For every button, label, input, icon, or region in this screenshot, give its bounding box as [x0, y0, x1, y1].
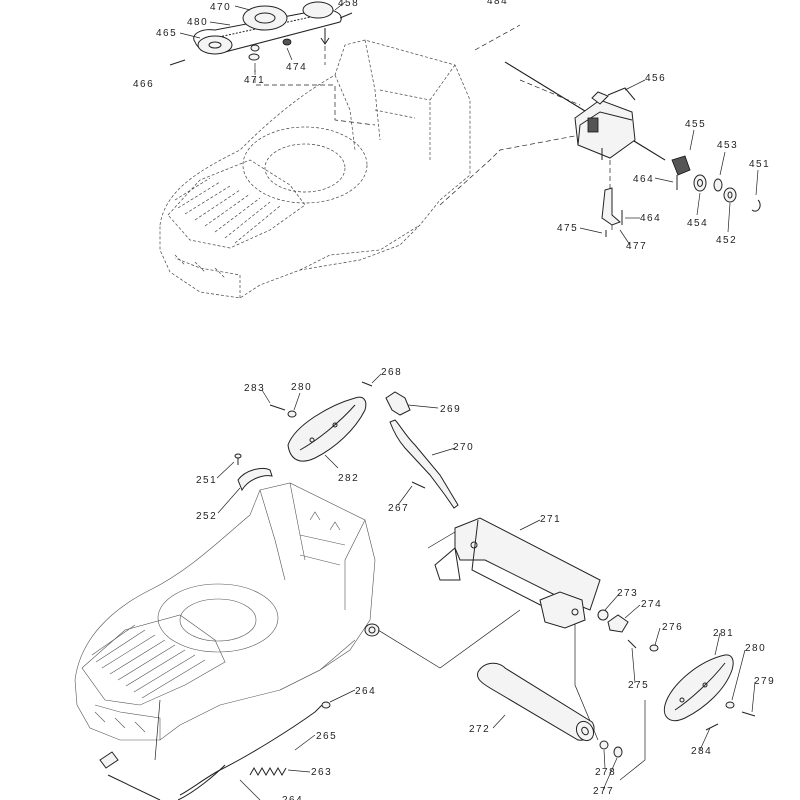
callout-477: 477	[626, 241, 647, 252]
bracket-269	[385, 391, 411, 416]
callout-281: 281	[713, 628, 734, 639]
circlip-451	[751, 199, 761, 212]
washer-278	[599, 740, 609, 750]
callout-277: 277	[593, 786, 614, 797]
lever-270	[389, 419, 459, 509]
pin-268	[361, 381, 373, 387]
screw-279	[741, 711, 756, 717]
upper-leaders	[179, 1, 759, 246]
callout-280a: 280	[291, 382, 312, 393]
callout-271: 271	[540, 514, 561, 525]
callout-267: 267	[388, 503, 409, 514]
callout-451: 451	[749, 159, 770, 170]
screw-284	[705, 723, 719, 731]
lower-leaders	[216, 373, 756, 791]
screw-251	[234, 453, 242, 465]
bushing-273	[597, 609, 609, 621]
callout-466: 466	[133, 79, 154, 90]
callout-268: 268	[381, 367, 402, 378]
callout-464a: 464	[633, 174, 654, 185]
roller-272	[477, 662, 595, 742]
screw-267	[411, 481, 426, 489]
clip-252	[237, 467, 273, 492]
callout-458: 458	[338, 0, 359, 9]
callout-269: 269	[440, 404, 461, 415]
spring-263	[249, 766, 287, 777]
screw-275	[627, 639, 637, 649]
lower-guide-lines	[154, 531, 646, 800]
callout-labels: 470 480 465 458 484 466 471 474 456 455 …	[133, 0, 775, 800]
arrow-458	[320, 28, 330, 45]
nut-276	[649, 644, 659, 652]
callout-282: 282	[338, 473, 359, 484]
washer-280b	[725, 701, 735, 709]
drive-shaft-gearbox	[504, 61, 666, 161]
bushing-455	[671, 155, 691, 176]
nut-474	[282, 38, 292, 46]
callout-283: 283	[244, 383, 265, 394]
washer-454	[693, 174, 707, 192]
callout-251: 251	[196, 475, 217, 486]
callout-276: 276	[662, 622, 683, 633]
lower-deck	[74, 482, 376, 741]
roller-frame-271	[434, 517, 601, 629]
upper-deck-ghost	[159, 39, 471, 299]
callout-453: 453	[717, 140, 738, 151]
callout-452: 452	[716, 235, 737, 246]
callout-263: 263	[311, 767, 332, 778]
callout-275: 275	[628, 680, 649, 691]
rear-cover-282	[287, 396, 367, 462]
callout-480: 480	[187, 17, 208, 28]
callout-270: 270	[453, 442, 474, 453]
washer-452	[723, 187, 737, 203]
bushing-277	[613, 746, 623, 758]
cable-265	[99, 704, 323, 800]
bracket-477	[601, 187, 621, 226]
callout-465: 465	[156, 28, 177, 39]
callout-474: 474	[286, 62, 307, 73]
callout-284: 284	[691, 746, 712, 757]
screw-283	[269, 404, 286, 411]
nut-471	[248, 44, 260, 61]
callout-456: 456	[645, 73, 666, 84]
upper-guide-lines	[254, 24, 613, 230]
callout-264b: 264	[282, 795, 303, 800]
callout-265: 265	[316, 731, 337, 742]
callout-455: 455	[685, 119, 706, 130]
callout-278: 278	[595, 767, 616, 778]
callout-252: 252	[196, 511, 217, 522]
callout-280b: 280	[745, 643, 766, 654]
washer-264a	[321, 701, 331, 709]
callout-274: 274	[641, 599, 662, 610]
callout-272: 272	[469, 724, 490, 735]
callout-484: 484	[487, 0, 508, 7]
drive-belt-pulleys	[193, 1, 353, 55]
washer-280a	[287, 410, 297, 418]
callout-471: 471	[244, 75, 265, 86]
washer-453	[713, 178, 723, 192]
side-cover-281	[663, 654, 734, 722]
plate-274	[607, 614, 629, 633]
callout-454: 454	[687, 218, 708, 229]
callout-470: 470	[210, 2, 231, 13]
callout-279: 279	[754, 676, 775, 687]
callout-273: 273	[617, 588, 638, 599]
deck-pivot-knob	[364, 623, 380, 637]
callout-464b: 464	[640, 213, 661, 224]
pin-466	[169, 59, 186, 66]
callout-475: 475	[557, 223, 578, 234]
callout-264a: 264	[355, 686, 376, 697]
